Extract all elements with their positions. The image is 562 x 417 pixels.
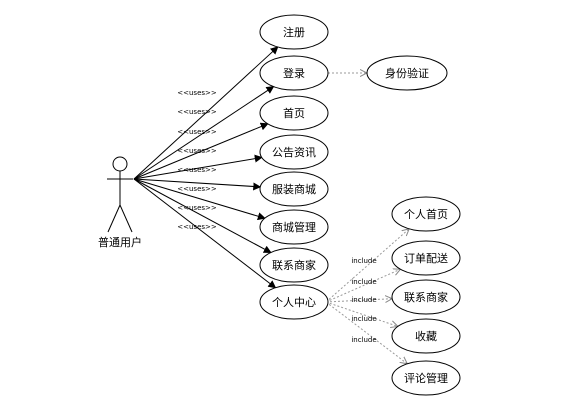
include-edge-contact-merchant-2 <box>325 299 392 302</box>
use-case-clothing-mall: 服装商城 <box>259 171 329 207</box>
actor-label: 普通用户 <box>98 235 142 249</box>
uses-edge-announcements <box>133 154 263 180</box>
use-case-register: 注册 <box>259 14 329 50</box>
uses-edge-home <box>133 122 269 180</box>
use-case-personal-home-shape <box>391 196 461 232</box>
uses-label: <<uses>> <box>177 185 217 193</box>
use-case-mall-management-shape <box>259 209 329 245</box>
uses-edge-contact-merchant <box>133 178 272 254</box>
use-case-clothing-mall-label: 服装商城 <box>272 182 316 196</box>
include-edge-order-delivery <box>325 269 400 303</box>
include-label: include <box>351 278 376 286</box>
use-case-mall-management-label: 商城管理 <box>272 220 316 234</box>
use-case-clothing-mall-shape <box>259 171 329 207</box>
uses-edge-login <box>133 86 275 180</box>
use-case-mall-management: 商城管理 <box>259 209 329 245</box>
use-case-personal-home-label: 个人首页 <box>404 207 448 221</box>
use-case-contact-merchant-2-label: 联系商家 <box>404 290 448 304</box>
uses-label: <<uses>> <box>177 223 217 231</box>
use-case-contact-merchant-2: 联系商家 <box>391 279 461 315</box>
use-case-personal-center-label: 个人中心 <box>272 296 316 309</box>
use-case-favorites: 收藏 <box>391 318 461 354</box>
use-case-review-management-shape <box>391 360 461 396</box>
use-case-favorites-label: 收藏 <box>415 329 437 343</box>
use-case-identity-verification-shape <box>366 55 448 91</box>
use-case-personal-home: 个人首页 <box>391 196 461 232</box>
uses-label: <<uses>> <box>177 166 217 174</box>
use-case-identity-verification: 身份验证 <box>366 55 448 91</box>
uses-edge-personal-center <box>133 178 277 289</box>
use-case-personal-center: 个人中心 <box>259 284 329 320</box>
use-case-contact-merchant-label: 联系商家 <box>272 258 316 272</box>
use-case-contact-merchant-shape <box>259 247 329 283</box>
include-edge-favorites <box>325 301 398 326</box>
uses-label: <<uses>> <box>177 108 217 116</box>
include-label: include <box>351 257 376 265</box>
use-case-announcements-label: 公告资讯 <box>272 146 316 159</box>
actor-figure <box>107 156 133 233</box>
use-case-favorites-shape <box>391 318 461 354</box>
use-case-order-delivery: 订单配送 <box>391 240 461 276</box>
uses-label: <<uses>> <box>177 204 217 212</box>
uses-edge-mall-management <box>133 178 266 221</box>
use-case-login-shape <box>259 55 329 91</box>
use-case-home-label: 首页 <box>283 106 305 120</box>
use-case-register-shape <box>259 14 329 50</box>
uses-label: <<uses>> <box>177 128 217 136</box>
include-label: include <box>351 296 376 304</box>
use-case-login-label: 登录 <box>283 66 305 80</box>
include-label: include <box>351 315 376 323</box>
use-case-contact-merchant: 联系商家 <box>259 247 329 283</box>
uses-label: <<uses>> <box>177 147 217 155</box>
uses-edge-register <box>133 46 279 180</box>
use-case-announcements: 公告资讯 <box>259 134 329 170</box>
use-case-register-label: 注册 <box>283 25 305 39</box>
use-case-announcements-shape <box>259 134 329 170</box>
use-case-order-delivery-label: 订单配送 <box>404 251 448 265</box>
use-case-personal-center-shape <box>259 284 329 320</box>
use-case-review-management: 评论管理 <box>391 360 461 396</box>
use-case-identity-verification-label: 身份验证 <box>385 66 429 80</box>
use-case-home-shape <box>259 95 329 131</box>
use-case-login: 登录 <box>259 55 329 91</box>
uses-label: <<uses>> <box>177 89 217 97</box>
include-edge-review-management <box>325 301 407 364</box>
include-label: include <box>351 336 376 344</box>
include-edge-personal-home <box>325 229 409 303</box>
uses-edge-clothing-mall <box>133 178 262 191</box>
use-case-order-delivery-shape <box>391 240 461 276</box>
use-case-home: 首页 <box>259 95 329 131</box>
use-case-review-management-label: 评论管理 <box>404 371 448 385</box>
use-case-contact-merchant-2-shape <box>391 279 461 315</box>
